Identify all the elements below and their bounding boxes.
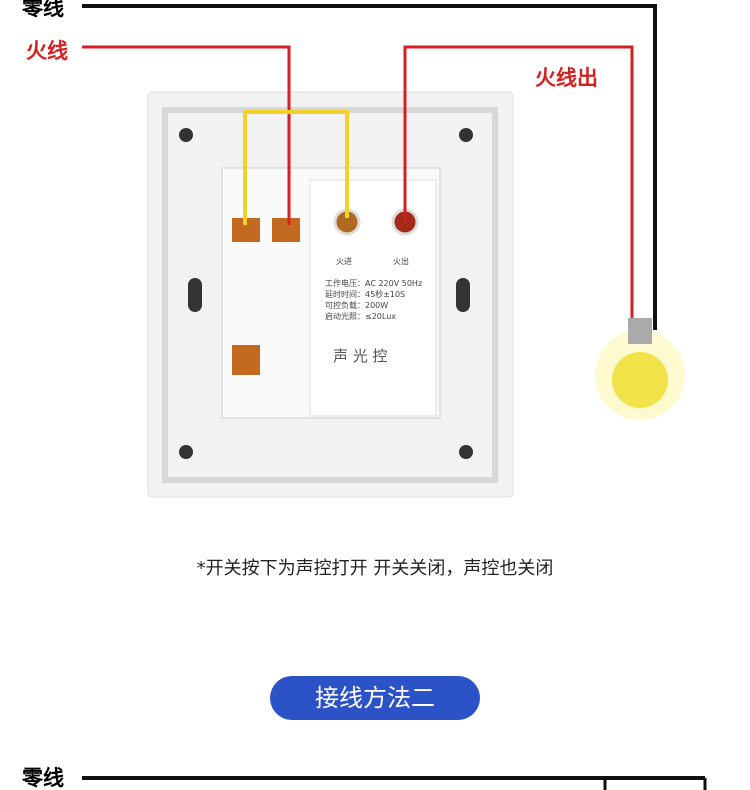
label-live-in: 火线	[26, 39, 68, 63]
live-in-wire	[82, 45, 291, 225]
label-neutral-top: 零线	[22, 0, 64, 20]
spec-delay: 延时时间：45秒±10S	[325, 290, 406, 299]
terminal-L1	[272, 218, 300, 242]
port-in-label: 火进	[336, 257, 352, 266]
light-bulb-icon	[612, 352, 668, 408]
spec-load: 可控负载：200W	[325, 301, 389, 310]
usage-note: *开关按下为声控打开 开关关闭，声控也关闭	[196, 558, 554, 579]
method-two-button[interactable]: 接线方法二	[270, 676, 480, 720]
live-out-wire	[403, 45, 634, 320]
bulb-base	[628, 318, 652, 344]
label-neutral-bottom: 零线	[22, 766, 64, 790]
neutral-wire	[82, 4, 657, 330]
spec-voltage: 工作电压：AC 220V 50Hz	[325, 279, 423, 288]
label-live-out: 火线出	[535, 66, 598, 90]
spec-lux: 启动光照：≤20Lux	[325, 312, 397, 321]
port-out-label: 火出	[393, 257, 409, 266]
screw-hole	[179, 128, 193, 142]
terminal-L2	[232, 345, 260, 375]
module-name: 声 光 控	[333, 347, 388, 365]
spec-list: 工作电压：AC 220V 50Hz 延时时间：45秒±10S 可控负载：200W…	[325, 278, 422, 322]
bridge-wire	[243, 110, 349, 225]
